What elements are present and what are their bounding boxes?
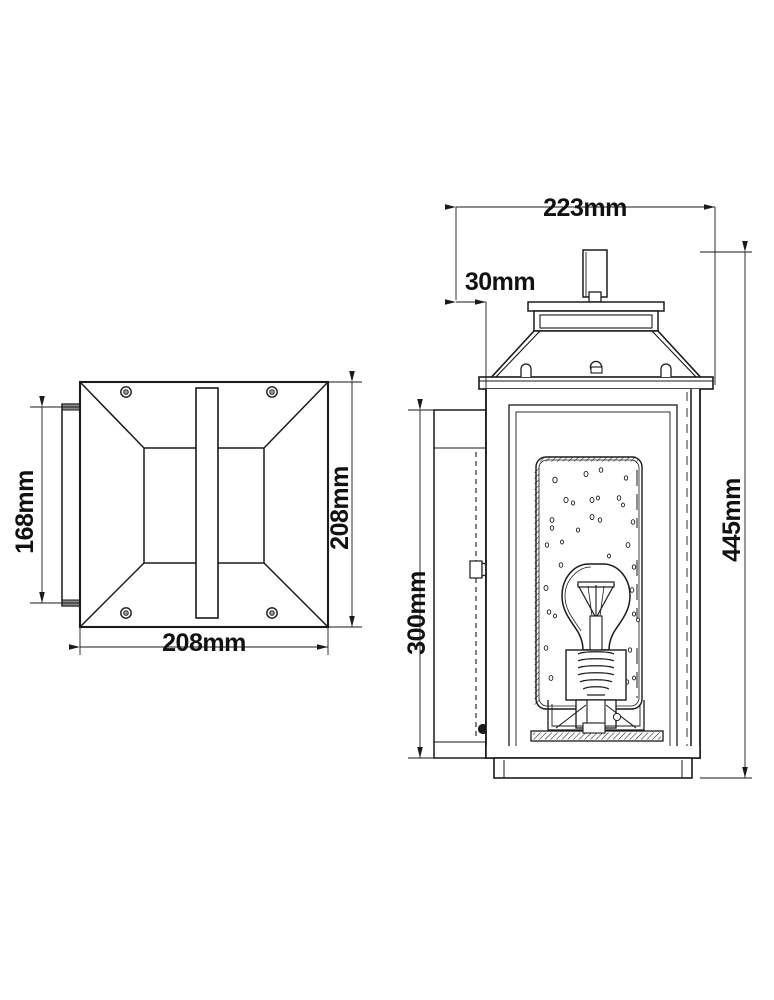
bottom-base-plate — [485, 746, 701, 779]
glass-seeds — [543, 467, 640, 685]
dim-label-168: 168mm — [11, 470, 39, 554]
pyramid-roof — [478, 330, 714, 390]
dim-300-lines — [408, 399, 486, 759]
dim-168-lines — [30, 396, 80, 604]
front-view-group — [408, 204, 752, 779]
side-view-group — [30, 371, 362, 655]
dim-label-30: 30mm — [465, 268, 535, 296]
screw-top-left — [120, 386, 132, 398]
dim-30-lines — [445, 299, 487, 390]
front-view-wall-plate — [433, 386, 487, 759]
lamp-base-gallery — [530, 700, 664, 742]
side-view-center-stem — [195, 387, 219, 619]
bulb-screw-threads — [577, 651, 615, 696]
side-view-corner-screws — [120, 386, 278, 619]
dim-223-lines — [445, 204, 716, 385]
dim-label-223: 223mm — [543, 194, 627, 222]
side-view-wall-plate — [61, 403, 81, 607]
dim-208-h-lines — [69, 627, 329, 655]
roof-collar — [527, 301, 665, 332]
screw-bottom-right — [266, 607, 278, 619]
dim-445-lines — [700, 241, 752, 779]
top-finial — [582, 249, 608, 303]
dim-label-208-vertical: 208mm — [326, 466, 354, 550]
incandescent-bulb — [561, 563, 631, 729]
dim-label-208-horizontal: 208mm — [162, 629, 246, 657]
dim-label-445: 445mm — [718, 478, 746, 562]
dimension-labels: 168mm 208mm 208mm 223mm 30mm 300mm 445mm — [11, 194, 746, 657]
dim-208-v-lines — [328, 371, 362, 628]
screw-bottom-left — [120, 607, 132, 619]
dim-label-300: 300mm — [403, 571, 431, 655]
screw-top-right — [266, 386, 278, 398]
